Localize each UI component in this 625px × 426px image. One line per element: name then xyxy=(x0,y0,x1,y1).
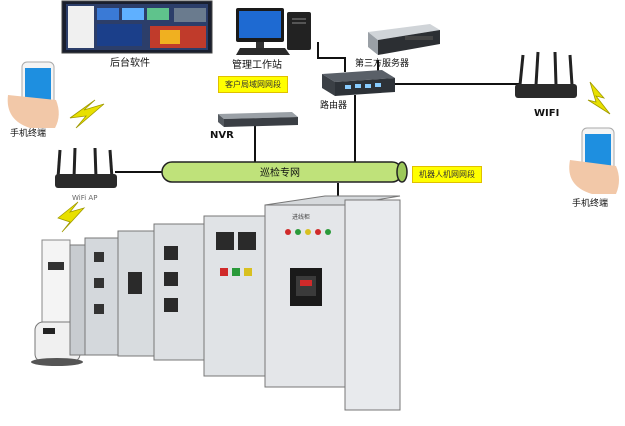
label-third-party-server: 第三方服务器 xyxy=(355,59,410,69)
lightning-ap-icon xyxy=(57,201,86,233)
inspection-robot xyxy=(31,239,83,366)
line-workstation-router xyxy=(317,42,346,72)
workstation-icon xyxy=(236,8,311,55)
label-wifi-ap: WiFi AP xyxy=(72,194,98,202)
server-icon xyxy=(368,24,440,55)
backend-software-monitor xyxy=(61,0,213,54)
phone-right-icon xyxy=(569,127,619,194)
inspection-network-pipe xyxy=(161,161,408,183)
tag-robot-lan: 机器人机网网段 xyxy=(412,166,482,183)
nvr-icon xyxy=(218,112,298,127)
label-nvr: NVR xyxy=(210,130,234,141)
label-inspection-network: 巡检专网 xyxy=(260,168,300,179)
switchgear-cabinets xyxy=(69,195,401,411)
label-wifi: WIFI xyxy=(534,108,560,119)
wifi-router-right xyxy=(515,51,577,98)
phone-left-icon xyxy=(7,61,59,128)
connection-lines xyxy=(115,42,520,205)
label-workstation: 管理工作站 xyxy=(232,60,282,71)
label-cabinet-header: 进线柜 xyxy=(292,214,311,221)
label-backend-software: 后台软件 xyxy=(110,58,150,69)
tag-client-lan: 客户局域网网段 xyxy=(218,76,288,93)
label-phone-right: 手机终端 xyxy=(572,199,609,209)
wifi-ap-left xyxy=(55,147,117,188)
lightning-left-icon xyxy=(69,99,105,129)
wireless-signals xyxy=(57,81,611,233)
router-icon xyxy=(322,70,395,96)
label-router: 路由器 xyxy=(320,101,348,111)
label-phone-left: 手机终端 xyxy=(10,129,47,139)
lightning-right-icon xyxy=(587,81,611,115)
